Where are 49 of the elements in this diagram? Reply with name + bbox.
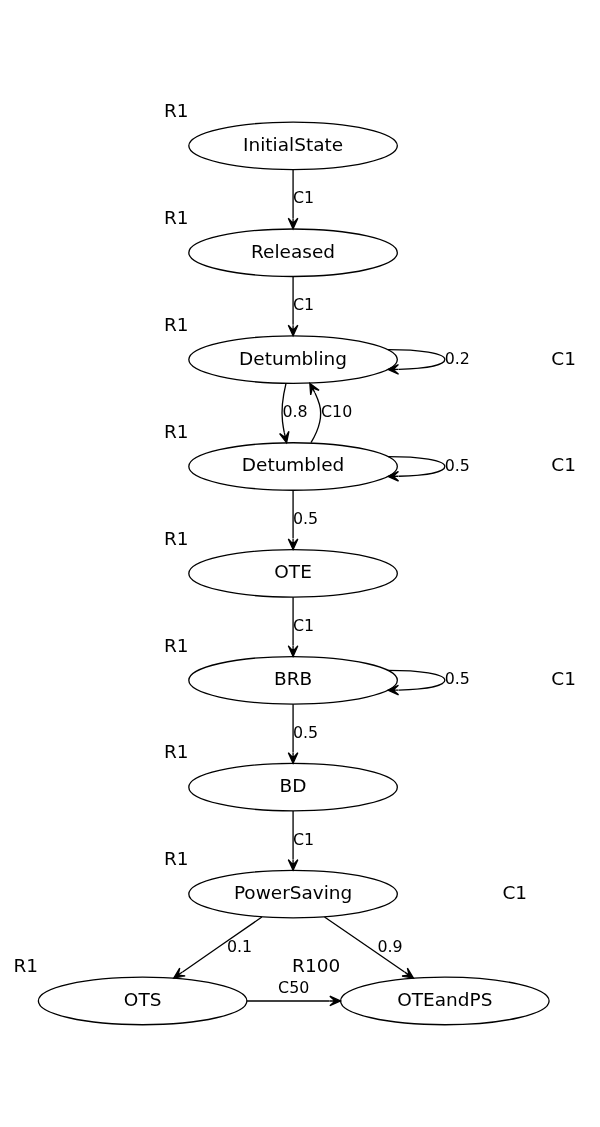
arrow bbox=[387, 455, 446, 482]
node-label: R1 bbox=[163, 100, 189, 122]
edge-label: C1 bbox=[293, 295, 315, 315]
edge-label: 0.5 bbox=[444, 455, 470, 475]
node-label: R1 bbox=[163, 313, 189, 335]
node-label: R100 bbox=[292, 955, 341, 977]
arrow bbox=[287, 810, 299, 871]
arrow bbox=[287, 489, 299, 551]
label: C1 bbox=[551, 454, 576, 476]
label: C1 bbox=[551, 347, 576, 369]
node-ellipse: OTS bbox=[37, 976, 248, 1026]
edge-label: C1 bbox=[293, 829, 315, 849]
node-label: R1 bbox=[163, 741, 189, 763]
edge-label: C10 bbox=[321, 402, 353, 422]
node-ellipse: OTEandPS bbox=[339, 976, 550, 1026]
arrow bbox=[278, 382, 290, 444]
arrow bbox=[287, 703, 299, 764]
node-label: R1 bbox=[163, 420, 189, 442]
node-ellipse: InitialState bbox=[188, 121, 398, 171]
node-label: R1 bbox=[163, 634, 189, 656]
arrow bbox=[287, 276, 299, 337]
edge-label: 0.5 bbox=[293, 509, 319, 529]
arrow bbox=[287, 169, 299, 230]
edge-label: C1 bbox=[293, 615, 315, 635]
node-label: R1 bbox=[13, 955, 39, 977]
label: C1 bbox=[502, 881, 528, 903]
node-label: R1 bbox=[163, 848, 189, 870]
arrow bbox=[387, 349, 446, 375]
edge-label: C1 bbox=[293, 188, 315, 208]
edge-label: 0.5 bbox=[293, 722, 319, 742]
arrow bbox=[387, 669, 446, 696]
edge-label: 0.1 bbox=[227, 936, 253, 956]
arrow bbox=[323, 916, 415, 979]
node-ellipse: BD bbox=[188, 762, 398, 812]
edge-label: C50 bbox=[278, 977, 310, 997]
arrow bbox=[173, 916, 263, 979]
label: C1 bbox=[551, 668, 576, 690]
node-ellipse: Released bbox=[188, 228, 398, 278]
arrow bbox=[309, 382, 322, 444]
node-label: R1 bbox=[163, 527, 189, 549]
edge-label: 0.8 bbox=[282, 402, 308, 422]
edge-label: 0.2 bbox=[444, 348, 470, 368]
arrow bbox=[246, 995, 342, 1007]
node-ellipse: PowerSaving bbox=[188, 869, 398, 919]
node-label: R1 bbox=[163, 206, 189, 228]
edge-label: 0.9 bbox=[377, 936, 403, 956]
edge-label: 0.5 bbox=[444, 669, 470, 689]
arrow bbox=[287, 596, 299, 658]
node-ellipse: OTE bbox=[188, 549, 398, 598]
